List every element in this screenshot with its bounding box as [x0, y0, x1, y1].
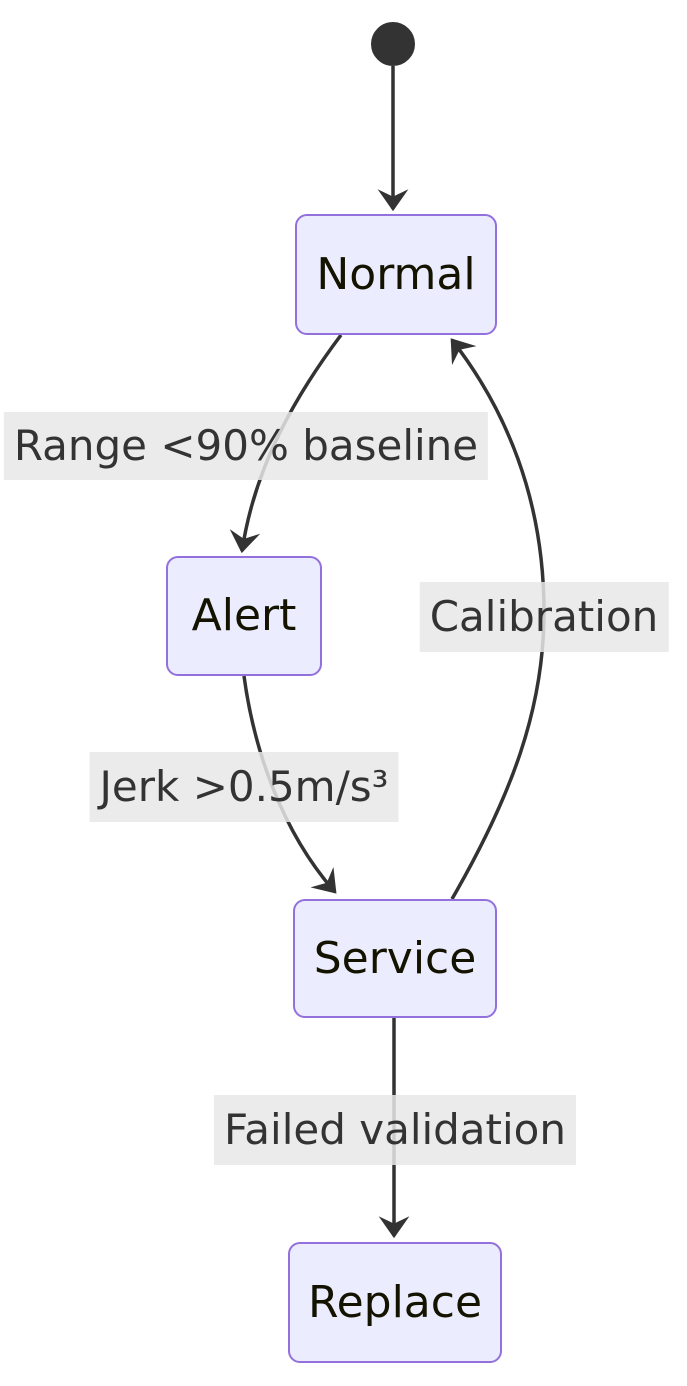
state-service: Service: [293, 899, 497, 1018]
state-replace-label: Replace: [307, 1276, 483, 1328]
state-replace: Replace: [288, 1242, 502, 1363]
edge-label-failed-validation: Failed validation: [213, 1095, 577, 1165]
initial-state-dot: [371, 22, 415, 66]
edge-label-jerk: Jerk >0.5m/s³: [89, 752, 399, 822]
edge-label-range-baseline: Range <90% baseline: [3, 412, 489, 480]
state-normal-label: Normal: [316, 248, 476, 300]
edge-label-calibration: Calibration: [419, 582, 669, 652]
state-alert-label: Alert: [191, 590, 297, 641]
state-service-label: Service: [313, 932, 477, 984]
state-alert: Alert: [166, 556, 322, 676]
state-normal: Normal: [295, 214, 497, 335]
